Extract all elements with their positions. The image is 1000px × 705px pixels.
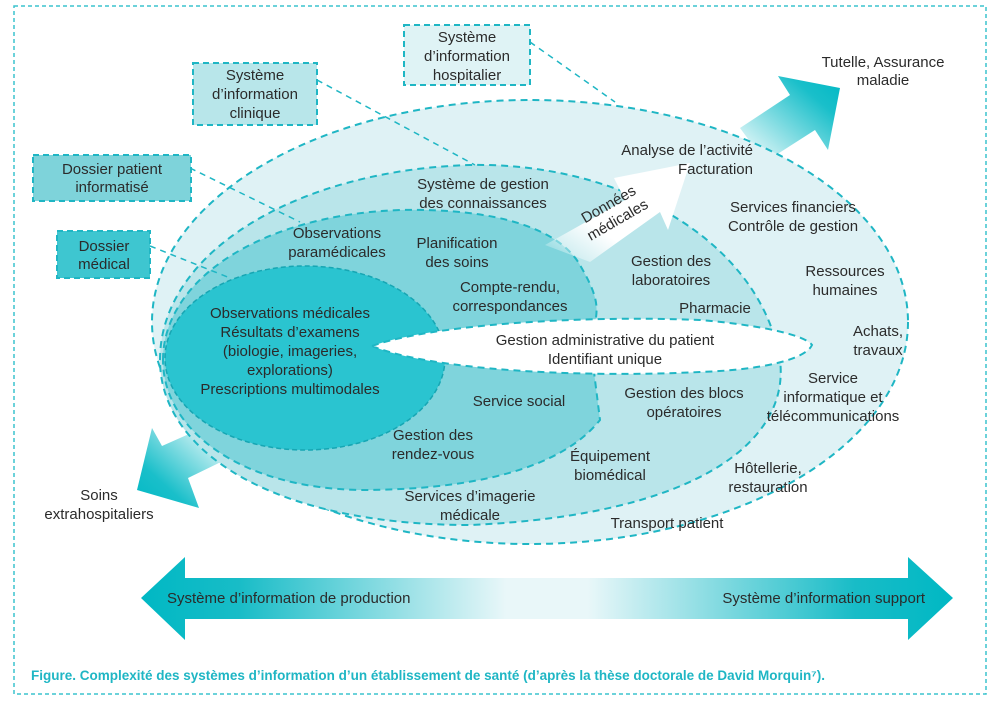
label-prescriptions: Prescriptions multimodales <box>200 381 379 398</box>
label-transport-patient: Transport patient <box>611 515 725 532</box>
connector-dossier-medical <box>149 245 231 279</box>
label-gestion-connaissances: des connaissances <box>419 195 547 212</box>
label-achats-travaux: travaux <box>853 342 903 359</box>
label-compte-rendu: correspondances <box>452 298 567 315</box>
label-ressources-humaines: humaines <box>812 282 877 299</box>
label-laboratoires: laboratoires <box>632 272 710 289</box>
connector-lines <box>149 41 616 279</box>
label-controle-gestion: Contrôle de gestion <box>728 218 858 235</box>
label-blocs-operatoires: Gestion des blocs <box>624 385 743 402</box>
label-facturation: Facturation <box>678 161 753 178</box>
callout-text: d’information <box>424 48 510 65</box>
callout-dossier-patient-informatise: Dossier patient informatisé <box>32 154 192 202</box>
label-service-informatique: télécommunications <box>767 408 900 425</box>
callout-si-hospitalier: Système d’information hospitalier <box>403 24 531 86</box>
center-labels: Gestion administrative du patient Identi… <box>496 332 715 368</box>
callout-text: d’information <box>212 86 298 103</box>
figure-frame <box>13 5 987 695</box>
callout-text: médical <box>78 256 130 273</box>
label-soins: Soins <box>80 487 118 504</box>
label-services-financiers: Services financiers <box>730 199 856 216</box>
label-rendez-vous: Gestion des <box>393 427 473 444</box>
callout-text: clinique <box>230 105 281 122</box>
figure-caption: Figure. Complexité des systèmes d’inform… <box>31 668 825 683</box>
label-equipement-biomedical: biomédical <box>574 467 646 484</box>
label-observations-paramedicales: paramédicales <box>288 244 386 261</box>
ring-labels: Observations paramédicales Planification… <box>288 176 751 524</box>
connector-si-hospitalier <box>529 41 616 103</box>
callout-text: Système <box>226 67 284 84</box>
label-rendez-vous: rendez-vous <box>392 446 475 463</box>
callout-dossier-medical: Dossier médical <box>56 230 151 279</box>
label-resultats-examens: Résultats d’examens <box>220 324 359 341</box>
label-tutelle: Tutelle, Assurance <box>822 54 945 71</box>
arrow-donnees-medicales <box>545 163 690 262</box>
label-imagerie-medicale: médicale <box>440 507 500 524</box>
label-planification: des soins <box>425 254 488 271</box>
ellipse-gestion-administrative <box>369 317 814 375</box>
label-service-informatique: Service <box>808 370 858 387</box>
arrow-production-support: Système d’information de production Syst… <box>141 557 953 640</box>
callout-text: hospitalier <box>433 67 501 84</box>
label-explorations: explorations) <box>247 362 333 379</box>
label-observations-medicales: Observations médicales <box>210 305 370 322</box>
label-gestion-connaissances: Système de gestion <box>417 176 549 193</box>
label-extrahospitaliers: extrahospitaliers <box>44 506 153 523</box>
label-service-informatique: informatique et <box>783 389 883 406</box>
callout-text: Dossier patient <box>62 161 163 178</box>
connector-dpi <box>189 167 301 223</box>
label-service-social: Service social <box>473 393 566 410</box>
label-gestion-administrative: Gestion administrative du patient <box>496 332 715 349</box>
arrow-tutelle <box>740 76 840 162</box>
label-laboratoires: Gestion des <box>631 253 711 270</box>
label-hotellerie: restauration <box>728 479 807 496</box>
label-achats-travaux: Achats, <box>853 323 903 340</box>
core-labels: Observations médicales Résultats d’exame… <box>200 305 379 398</box>
label-imagerie-medicale: Services d’imagerie <box>405 488 536 505</box>
callout-text: Dossier <box>79 238 130 255</box>
label-observations-paramedicales: Observations <box>293 225 381 242</box>
label-assurance-maladie: maladie <box>857 72 910 89</box>
label-planification: Planification <box>417 235 498 252</box>
label-pharmacie: Pharmacie <box>679 300 751 317</box>
outer-labels: Analyse de l’activité Facturation Servic… <box>611 142 904 532</box>
label-si-support: Système d’information support <box>722 590 925 607</box>
label-compte-rendu: Compte-rendu, <box>460 279 560 296</box>
label-biologie: (biologie, imageries, <box>223 343 357 360</box>
callout-text: Système <box>438 29 496 46</box>
label-equipement-biomedical: Équipement <box>570 448 651 465</box>
callout-si-clinique: Système d’information clinique <box>192 62 318 126</box>
callout-text: informatisé <box>75 179 148 196</box>
connector-si-clinique <box>316 79 476 166</box>
label-ressources-humaines: Ressources <box>805 263 884 280</box>
label-si-production: Système d’information de production <box>167 590 410 607</box>
label-hotellerie: Hôtellerie, <box>734 460 802 477</box>
label-blocs-operatoires: opératoires <box>646 404 721 421</box>
label-analyse-activite: Analyse de l’activité <box>621 142 753 159</box>
label-identifiant-unique: Identifiant unique <box>548 351 662 368</box>
